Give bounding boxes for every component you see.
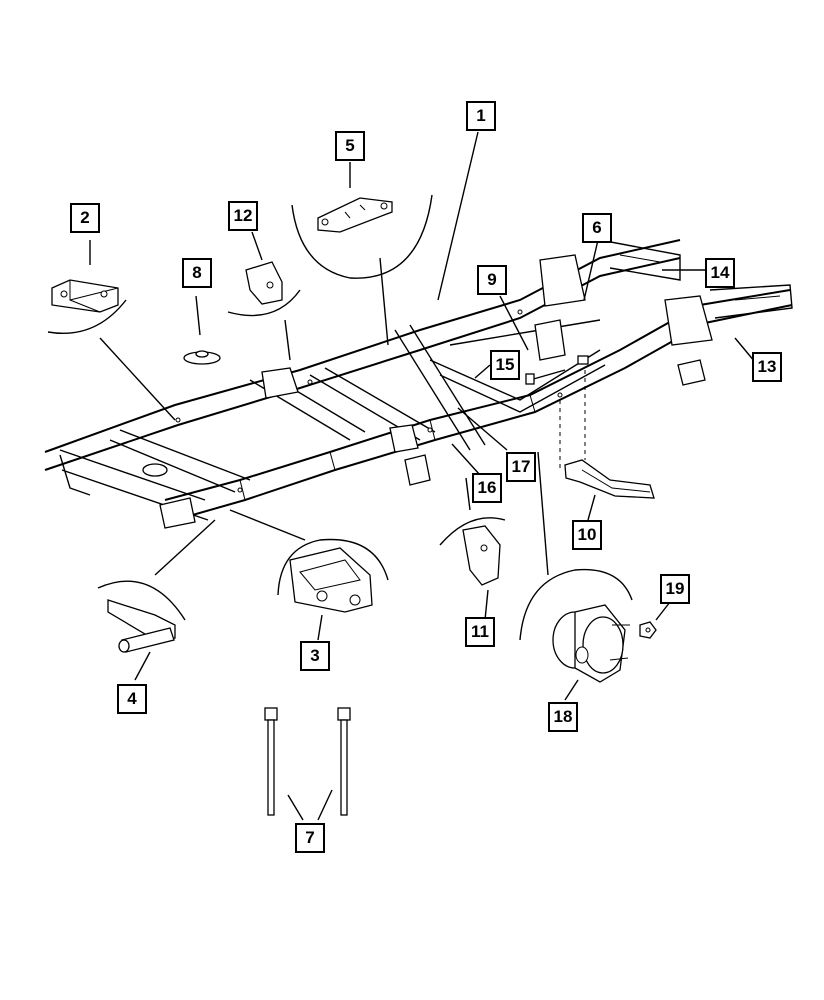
callout-1: 1 <box>466 101 496 131</box>
part-11-bracket <box>462 525 501 586</box>
leader-16 <box>451 443 481 476</box>
callout-2: 2 <box>70 203 100 233</box>
detail-arc-11 <box>439 517 506 546</box>
detail-arc-12 <box>227 289 301 317</box>
callout-7: 7 <box>295 823 325 853</box>
leader-9 <box>499 295 529 351</box>
leader-4-frame <box>154 519 216 576</box>
callout-14: 14 <box>705 258 735 288</box>
leader-19 <box>655 601 671 621</box>
leader-3-frame <box>229 509 306 541</box>
leader-18 <box>564 679 579 701</box>
part-12-bracket <box>245 261 283 305</box>
callout-19: 19 <box>660 574 690 604</box>
detail-arc-5 <box>291 194 433 279</box>
leader-6 <box>583 239 599 301</box>
leader-3 <box>317 614 323 641</box>
callout-5: 5 <box>335 131 365 161</box>
part-9-bolt <box>525 355 589 385</box>
leader-18-frame <box>537 451 549 576</box>
callout-18: 18 <box>548 702 578 732</box>
leader-10 <box>587 494 596 521</box>
callout-3: 3 <box>300 641 330 671</box>
part-8-pad <box>183 350 221 365</box>
part-5-plate <box>317 197 393 233</box>
detail-arc-4 <box>97 580 186 621</box>
leader-12 <box>251 231 263 261</box>
part-7-bolts <box>264 707 351 816</box>
callout-16: 16 <box>472 473 502 503</box>
leader-2-frame <box>99 337 176 421</box>
leader-11-frame <box>465 477 471 511</box>
detail-arc-18 <box>519 568 633 641</box>
part-4-pin <box>107 599 176 653</box>
frame-assembly <box>44 239 793 529</box>
leader-17 <box>457 407 508 451</box>
leader-7a <box>287 794 304 821</box>
callout-17: 17 <box>506 452 536 482</box>
callout-8: 8 <box>182 258 212 288</box>
leader-11 <box>484 589 489 621</box>
part-2-bracket <box>51 279 119 313</box>
leader-12-frame <box>284 319 291 361</box>
callout-15: 15 <box>490 350 520 380</box>
part-19-nut <box>639 621 657 639</box>
part-3-hanger <box>289 547 373 613</box>
callout-10: 10 <box>572 520 602 550</box>
part-18-mount <box>552 604 630 683</box>
part-10-crossmember <box>564 459 655 499</box>
callout-11: 11 <box>465 617 495 647</box>
leader-13 <box>734 337 756 363</box>
leader-8 <box>195 295 201 336</box>
callout-13: 13 <box>752 352 782 382</box>
leader-1 <box>437 131 479 301</box>
leader-7b <box>317 789 333 821</box>
callout-9: 9 <box>477 265 507 295</box>
callout-4: 4 <box>117 684 147 714</box>
detail-arc-2 <box>47 299 127 334</box>
detail-arc-3 <box>277 538 389 596</box>
leader-4 <box>134 651 151 681</box>
leader-15 <box>474 364 491 379</box>
callout-6: 6 <box>582 213 612 243</box>
leader-5-frame <box>379 257 389 346</box>
callout-12: 12 <box>228 201 258 231</box>
